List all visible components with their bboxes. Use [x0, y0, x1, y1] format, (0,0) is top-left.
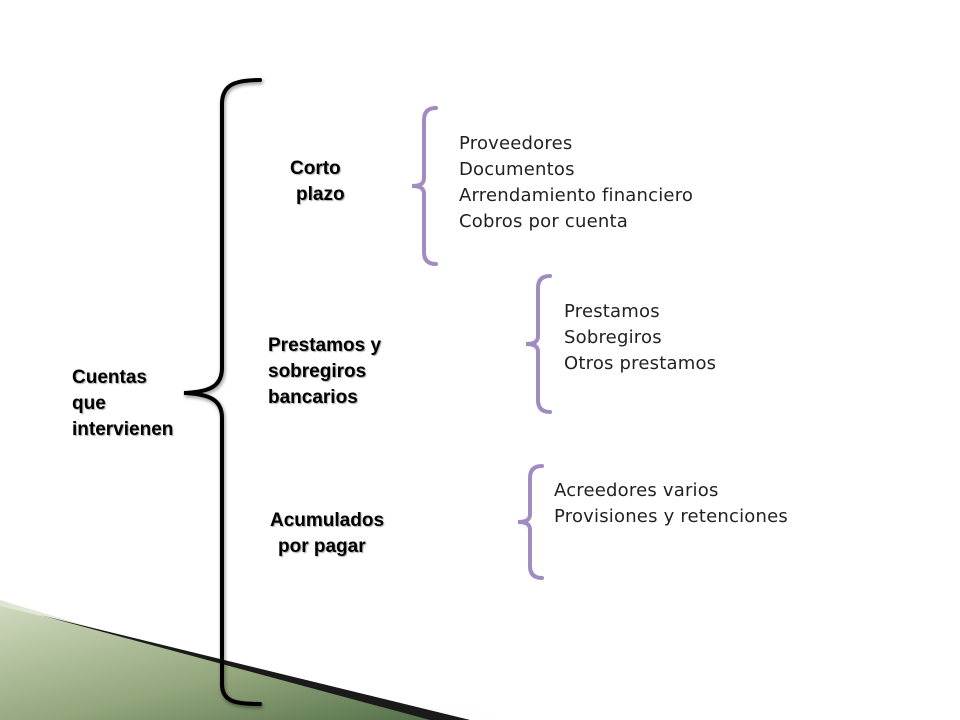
sub-brace-prestamos	[525, 274, 552, 414]
root-label-line: que	[72, 393, 106, 414]
list-item: Prestamos	[564, 301, 660, 322]
category-label-line: bancarios	[268, 387, 358, 408]
item-list-corto-plazo: Proveedores Documentos Arrendamiento fin…	[459, 131, 693, 235]
list-item: Otros prestamos	[564, 353, 717, 374]
list-item: Sobregiros	[564, 327, 662, 348]
corner-dark-stripe	[40, 615, 470, 720]
root-label-line: Cuentas	[72, 367, 147, 388]
category-label-line: por pagar	[278, 536, 366, 557]
sub-brace-acumulados	[517, 464, 544, 580]
item-list-acumulados-por-pagar: Acreedores varios Provisiones y retencio…	[554, 478, 788, 530]
category-label-line: sobregiros	[268, 361, 367, 382]
list-item: Cobros por cuenta	[459, 211, 628, 232]
root-label-line: intervienen	[72, 419, 174, 440]
sub-brace-corto	[411, 106, 438, 266]
item-list-prestamos-bancarios: Prestamos Sobregiros Otros prestamos	[564, 299, 716, 377]
category-label-line: Prestamos y	[268, 335, 382, 356]
category-label-prestamos-bancarios: Prestamos y sobregiros bancarios	[268, 333, 381, 411]
list-item: Proveedores	[459, 133, 573, 154]
category-label-line: plazo	[296, 184, 345, 205]
list-item: Arrendamiento financiero	[459, 185, 694, 206]
list-item: Documentos	[459, 159, 575, 180]
list-item: Acreedores varios	[554, 480, 719, 501]
category-label-acumulados-por-pagar: Acumulados por pagar	[270, 508, 384, 560]
list-item: Provisiones y retenciones	[554, 506, 788, 527]
category-label-line: Corto	[290, 158, 341, 179]
category-label-corto-plazo: Corto plazo	[290, 156, 345, 208]
main-brace-line	[183, 78, 262, 706]
root-label: Cuentas que intervienen	[72, 365, 202, 443]
category-label-line: Acumulados	[270, 510, 385, 531]
